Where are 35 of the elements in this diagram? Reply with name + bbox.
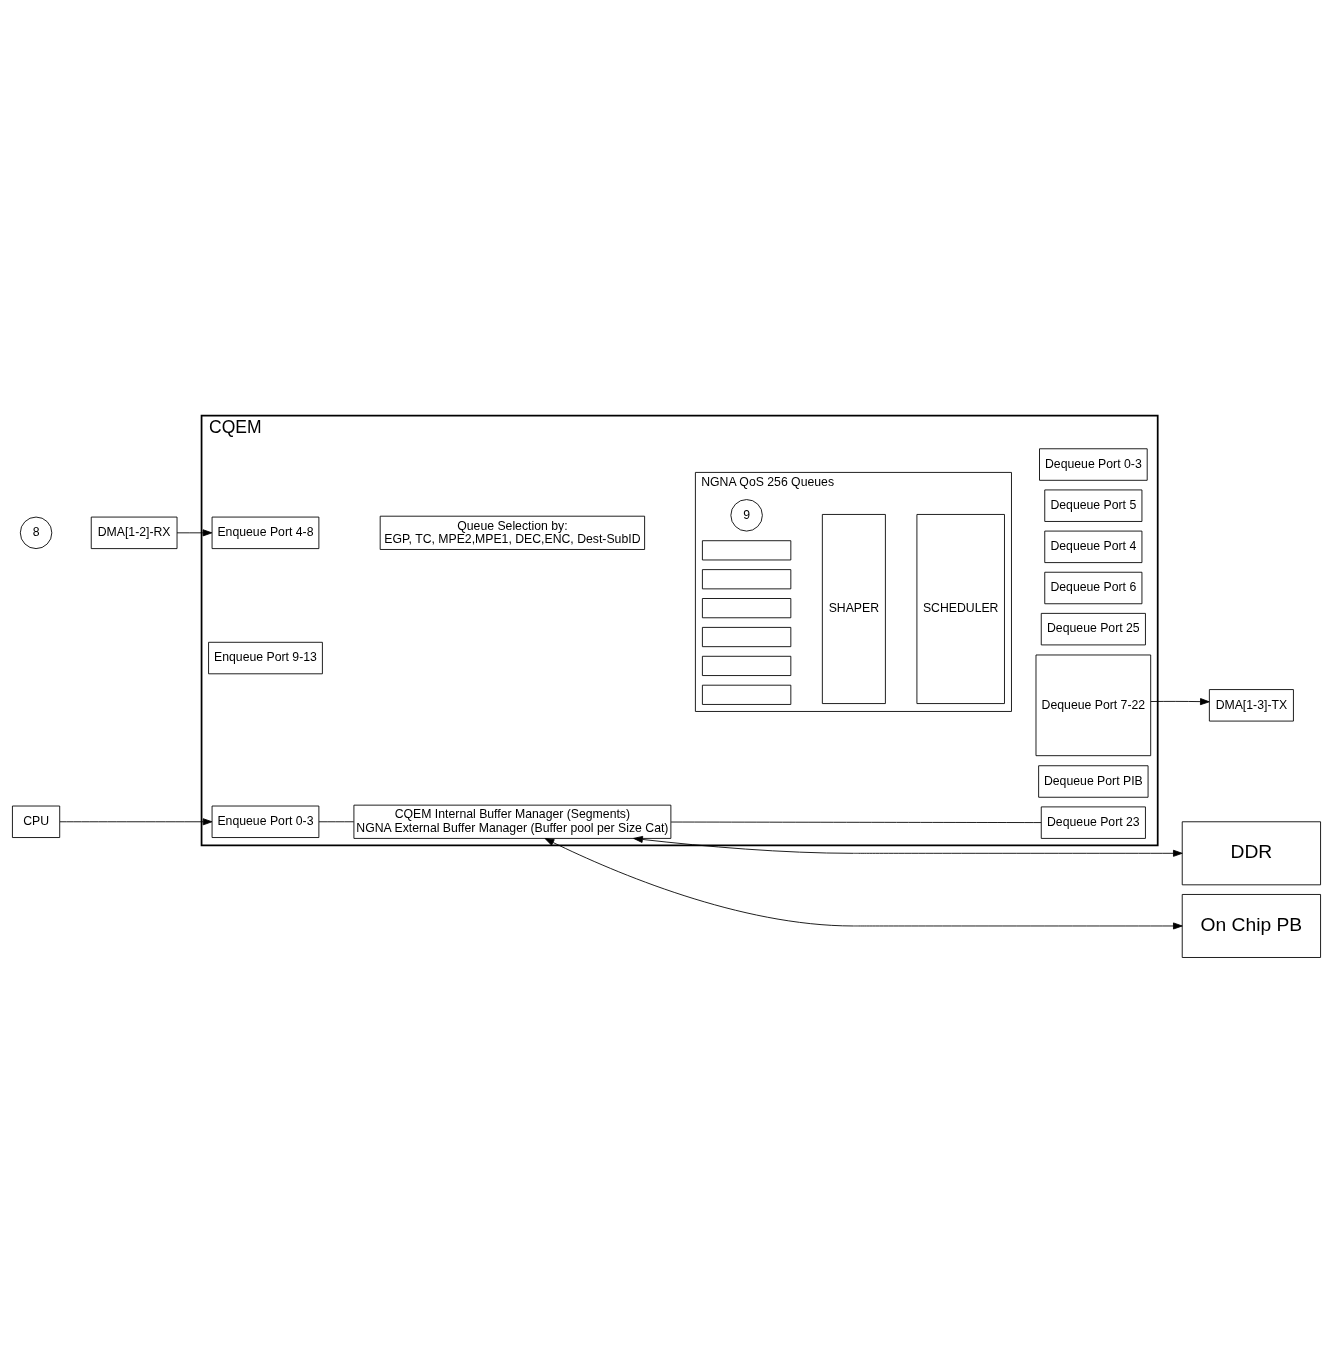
node-box: SHAPER <box>821 513 886 704</box>
node-box <box>701 626 792 647</box>
node-box: On Chip PB <box>1181 893 1321 958</box>
node-box: Enqueue Port 0-3 <box>211 805 320 838</box>
node-box: Dequeue Port 6 <box>1044 571 1143 604</box>
node-box: DMA[1-2]-RX <box>90 516 178 549</box>
node-box: Queue Selection by: EGP, TC, MPE2,MPE1, DEC,ENC, Dest-SubID <box>379 515 646 550</box>
node-box <box>701 539 792 560</box>
node-box <box>701 597 792 618</box>
node-box: Enqueue Port 9-13 <box>208 641 323 674</box>
connector <box>318 820 355 822</box>
node-box: Dequeue Port 5 <box>1044 489 1143 522</box>
node-circle: 9 <box>730 498 763 532</box>
node-box: Dequeue Port 0-3 <box>1039 447 1148 481</box>
node-box: Dequeue Port PIB <box>1038 764 1149 798</box>
node-circle: 8 <box>19 516 53 549</box>
node-box <box>701 655 792 676</box>
arrow <box>633 835 1183 857</box>
arrow <box>59 817 213 825</box>
node-box: Dequeue Port 23 <box>1040 805 1146 839</box>
node-box <box>701 568 792 589</box>
node-box <box>701 684 792 705</box>
node-box: Enqueue Port 4-8 <box>211 516 320 549</box>
node-box: CQEM Internal Buffer Manager (Segments) NGNA External Buffer Manager (Buffer pool per Size Cat) <box>353 804 672 839</box>
connector <box>670 821 1042 823</box>
node-box: DMA[1-3]-TX <box>1208 688 1294 722</box>
node-box: Dequeue Port 4 <box>1044 530 1143 563</box>
arrow <box>544 837 1183 929</box>
node-box: Dequeue Port 7-22 <box>1035 654 1152 756</box>
arrow <box>176 528 213 536</box>
arrow <box>1150 697 1210 705</box>
node-box: DDR <box>1181 820 1321 885</box>
node-box: CPU <box>12 805 61 838</box>
node-box: SCHEDULER <box>916 513 1005 704</box>
node-box: Dequeue Port 25 <box>1040 612 1146 645</box>
